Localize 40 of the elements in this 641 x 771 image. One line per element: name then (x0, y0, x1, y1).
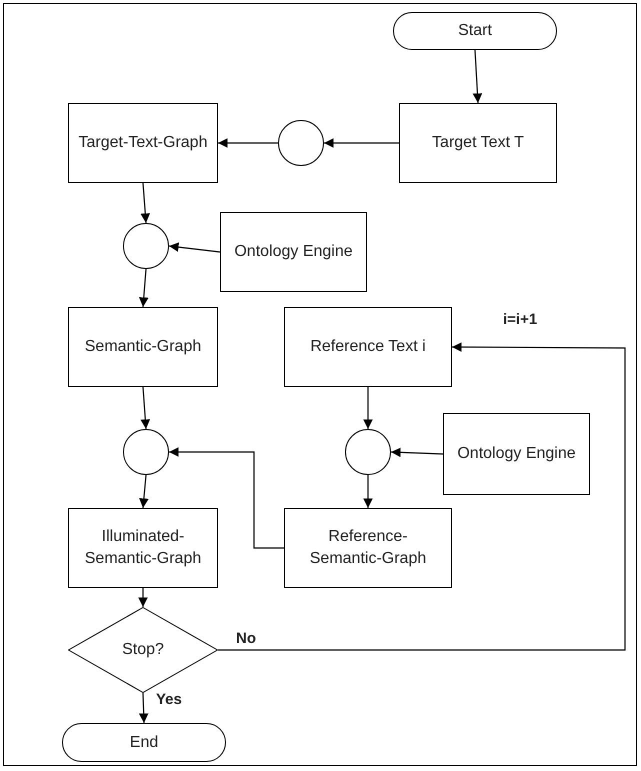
arrow (363, 475, 373, 508)
node-text: End (128, 732, 160, 752)
loop-label: i=i+1 (503, 312, 538, 327)
node-text: Reference Text i (309, 337, 427, 357)
arrow (139, 474, 149, 508)
terminal-pill (393, 12, 557, 50)
node-text: Target-Text-Graph (78, 133, 208, 153)
arrow (168, 242, 220, 253)
arrow (324, 138, 399, 148)
node-text: Ontology Engine (233, 242, 354, 262)
arrow (363, 387, 373, 429)
arrow (138, 588, 148, 607)
arrow (218, 342, 626, 651)
process-box (284, 508, 452, 588)
process-box (284, 307, 452, 387)
node-text: Ontology Engine (456, 444, 577, 464)
arrow (218, 138, 278, 148)
edge-label: No (236, 631, 256, 646)
node-text: Reference-Semantic-Graph (308, 527, 428, 569)
arrow (390, 448, 444, 458)
arrow (472, 50, 482, 104)
process-box (399, 103, 557, 183)
arrow (138, 268, 149, 308)
arrow (140, 386, 150, 430)
node-text: Illuminated-Semantic-Graph (84, 527, 202, 569)
decision-diamond (68, 607, 218, 693)
terminal-pill (62, 723, 226, 762)
node-text: Target Text T (431, 133, 525, 153)
process-box (443, 413, 590, 495)
process-box (68, 103, 218, 183)
node-text: Start (457, 21, 493, 41)
arrow (169, 447, 284, 549)
process-box (68, 508, 218, 588)
node-text: Semantic-Graph (84, 337, 202, 357)
node-text: Stop? (121, 640, 165, 660)
process-box (68, 307, 218, 387)
arrow (138, 692, 148, 724)
edge-label: Yes (156, 692, 182, 707)
process-box (220, 212, 367, 292)
arrow (140, 182, 150, 224)
